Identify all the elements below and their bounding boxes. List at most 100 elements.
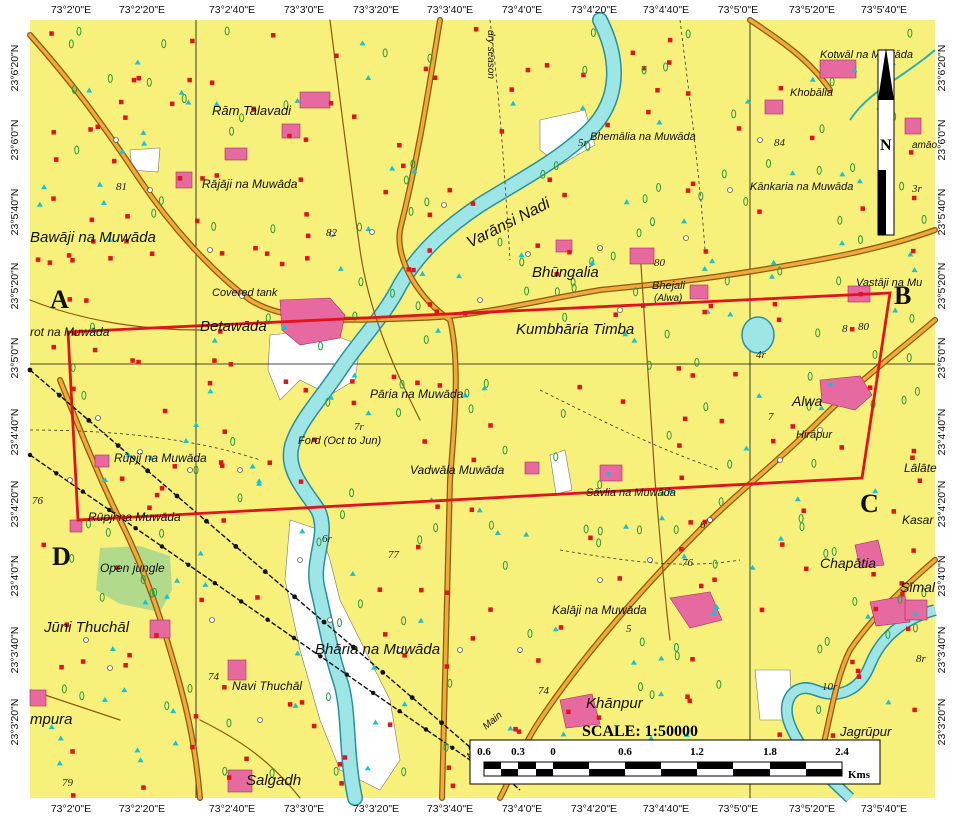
red-point-symbol [422,439,427,444]
spot-height-label: 7r [354,421,365,433]
label-covered-tank: Covered tank [212,287,278,299]
red-point-symbol [303,137,309,142]
red-point-symbol [72,330,77,336]
top-coordinate-label: 73°4'20"E [571,4,617,16]
tree-symbol [901,395,907,405]
red-point-symbol [910,455,915,460]
road-junction-marker [757,137,763,143]
red-point-symbol [377,587,383,592]
railway-station-dot [145,468,151,474]
red-point-symbol [312,437,317,443]
top-coordinate-label: 73°4'40"E [643,4,689,16]
right-coordinate-label: 23°6'0"N [936,120,948,161]
scale-bar-segment [806,769,842,776]
red-point-symbol [350,379,355,384]
red-point-symbol [613,312,618,317]
red-point-symbol [51,196,56,201]
cyan-triangle-symbol [713,604,720,610]
cyan-triangle-symbol [839,171,846,177]
red-point-symbol [899,581,904,586]
cyan-triangle-symbol [371,664,378,670]
red-point-symbol [733,371,738,377]
cyan-triangle-symbol [197,550,204,556]
red-point-symbol [222,684,227,690]
railway-station-dot [239,599,244,604]
tree-symbol [817,644,823,654]
red-point-symbol [91,239,96,244]
tree-symbol [641,65,647,75]
red-point-symbol [88,127,93,132]
road-junction-marker [477,297,483,303]
cyan-triangle-symbol [119,148,126,154]
red-point-symbol [679,475,684,481]
cyan-triangle-symbol [907,251,914,257]
top-coordinate-label: 73°5'20"E [789,4,835,16]
left-coordinate-label: 23°5'40"N [9,189,21,236]
railway-station-dot [380,670,386,675]
red-point-symbol [900,591,905,597]
red-point-symbol [699,583,704,589]
red-point-symbol [772,301,778,307]
bottom-coordinate-label: 73°2'40"E [209,803,255,815]
tree-symbol [649,217,655,227]
road-junction-marker [557,327,563,333]
tree-symbol [909,314,915,324]
red-point-symbol [51,344,56,350]
railway-station-dot [133,526,138,531]
railway-station-dot [351,644,356,650]
red-point-symbol [685,694,690,699]
scale-bar-segment [518,762,536,769]
railway-lines [29,369,521,791]
red-point-symbol [911,195,917,201]
cyan-triangle-symbol [631,337,638,343]
red-point-symbol [708,303,714,309]
cyan-triangle-symbol [401,701,408,707]
cyan-triangle-symbol [148,454,155,460]
red-point-symbol [855,668,861,674]
red-point-symbol [89,217,95,223]
cyan-triangle-symbol [683,731,690,737]
cyan-triangle-symbol [456,273,463,279]
road-junction-marker [257,717,263,723]
cyan-triangle-symbol [623,199,630,205]
tree-symbol [81,390,87,400]
red-point-symbol [41,542,46,548]
tree-symbol [524,286,530,296]
tree-symbol [816,705,822,715]
railway-station-dot [107,507,112,513]
label-rupji-2: Rūpji na Muwāda [88,510,181,524]
cyan-triangle-symbol [142,599,149,605]
red-point-symbol [222,429,227,434]
red-point-symbol [130,358,135,363]
label-alwa-paren: (Alwa) [654,293,682,304]
cyan-triangle-symbol [749,564,756,570]
tree-symbol [743,196,749,206]
tree-symbol [519,257,525,267]
tree-symbol [79,691,85,701]
tree-symbol [410,159,416,169]
scale-tick-label: 1.2 [690,746,704,758]
scale-bar-segment [589,769,625,776]
red-point-symbol [70,258,75,263]
corner-label-b: B [894,281,911,310]
tree-symbol [270,224,276,234]
red-point-symbol [469,507,475,513]
cyan-triangle-symbol [365,226,372,232]
red-point-symbol [136,359,141,365]
cyan-triangle-symbol [109,646,116,652]
road-junction-marker [237,467,243,473]
label-kankaria: Kānkaria na Muwāda [750,181,853,193]
top-coordinate-label: 73°3'20"E [353,4,399,16]
tree-symbol [527,629,533,639]
spot-height-label: 8 [842,323,848,335]
road-junction-marker [83,637,89,643]
red-point-symbol [908,150,914,155]
label-navi-thuchal: Navi Thuchāl [232,679,302,693]
left-coordinate-label: 23°5'0"N [9,338,21,379]
red-point-symbol [839,445,844,450]
corner-label-c: C [860,489,879,518]
tree-symbol [857,235,863,245]
red-point-symbol [419,587,424,593]
cyan-triangle-symbol [86,87,93,93]
